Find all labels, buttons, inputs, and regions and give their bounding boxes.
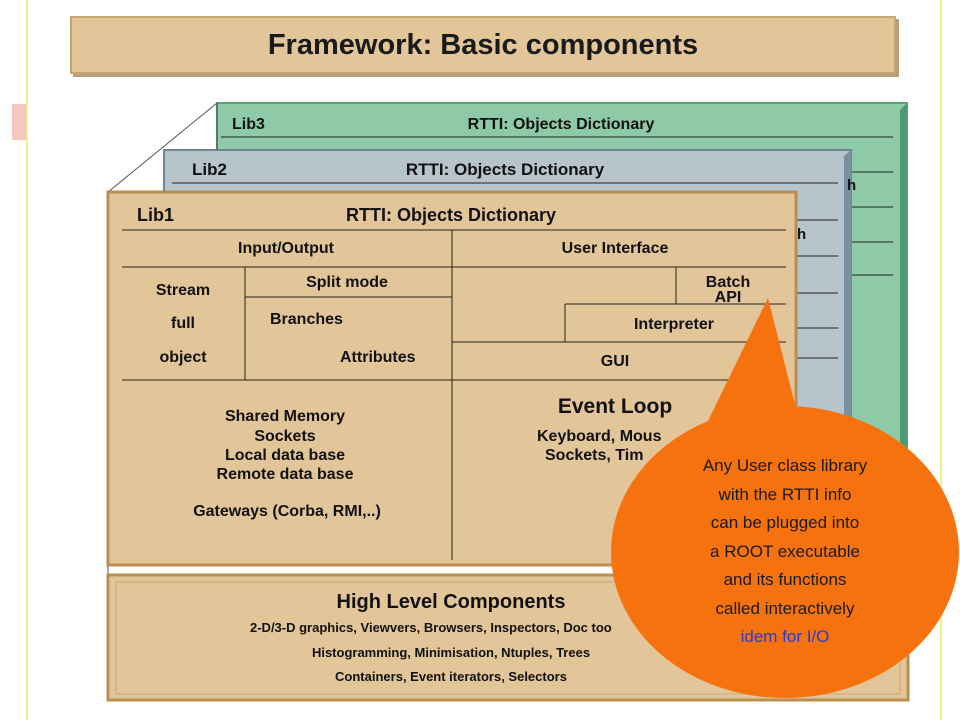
split-mode-label: Split mode bbox=[306, 274, 388, 291]
lib2-partial-text: h bbox=[797, 226, 807, 243]
lib1-rtti: RTTI: Objects Dictionary bbox=[345, 205, 557, 225]
lib2-rtti: RTTI: Objects Dictionary bbox=[405, 160, 605, 179]
event-loop-label: Event Loop bbox=[557, 395, 673, 418]
decorative-block bbox=[12, 104, 26, 140]
callout-highlight: idem for I/O bbox=[740, 627, 830, 646]
high-level-line-graphics: 2-D/3-D graphics, Viewvers, Browsers, In… bbox=[250, 620, 612, 635]
user-interface-header: User Interface bbox=[561, 240, 669, 257]
lib3-edge bbox=[900, 103, 907, 455]
local-database-label: Local data base bbox=[224, 447, 346, 464]
lib1-label: Lib1 bbox=[137, 205, 175, 225]
callout-bubble bbox=[611, 406, 959, 698]
callout-line: can be plugged into bbox=[710, 513, 860, 532]
stream-label: Stream bbox=[155, 282, 211, 299]
lib3-rtti: RTTI: Objects Dictionary bbox=[467, 116, 655, 133]
event-keyboard-label: Keyboard, Mous bbox=[537, 428, 662, 445]
callout-line: Any User class library bbox=[702, 456, 868, 475]
title-box: Framework: Basic components bbox=[70, 16, 896, 74]
callout-line: a ROOT executable bbox=[710, 541, 860, 561]
perspective-line bbox=[107, 102, 218, 193]
branches-label: Branches bbox=[270, 311, 343, 328]
batch-label: Batch bbox=[705, 274, 751, 291]
high-level-title: High Level Components bbox=[336, 591, 566, 613]
gui-label: GUI bbox=[600, 353, 630, 370]
slide-frame bbox=[26, 0, 942, 720]
lib2-label: Lib2 bbox=[192, 160, 227, 179]
high-level-line-histogramming: Histogramming, Minimisation, Ntuples, Tr… bbox=[311, 645, 591, 660]
high-level-line-containers: Containers, Event iterators, Selectors bbox=[335, 669, 567, 684]
callout-pointer bbox=[706, 298, 800, 425]
remote-database-label: Remote data base bbox=[216, 466, 354, 483]
full-label: full bbox=[171, 315, 195, 332]
callout-line: called interactively bbox=[715, 598, 855, 618]
input-output-header: Input/Output bbox=[238, 240, 334, 257]
lib3-partial-text: h bbox=[847, 177, 857, 194]
callout-line: and its functions bbox=[723, 570, 847, 589]
lib3-label: Lib3 bbox=[232, 116, 265, 133]
shared-memory-label: Shared Memory bbox=[224, 408, 346, 425]
callout-text: Any User class library with the RTTI inf… bbox=[640, 452, 930, 652]
slide-title: Framework: Basic components bbox=[267, 28, 699, 61]
object-label: object bbox=[159, 349, 207, 366]
callout-line: with the RTTI info bbox=[718, 484, 852, 504]
interpreter-label: Interpreter bbox=[633, 316, 715, 333]
gateways-label: Gateways (Corba, RMI,..) bbox=[193, 503, 381, 520]
api-label: API bbox=[714, 289, 742, 306]
sockets-label: Sockets bbox=[254, 428, 316, 445]
attributes-label: Attributes bbox=[340, 349, 416, 366]
event-sockets-label: Sockets, Tim bbox=[545, 447, 644, 464]
